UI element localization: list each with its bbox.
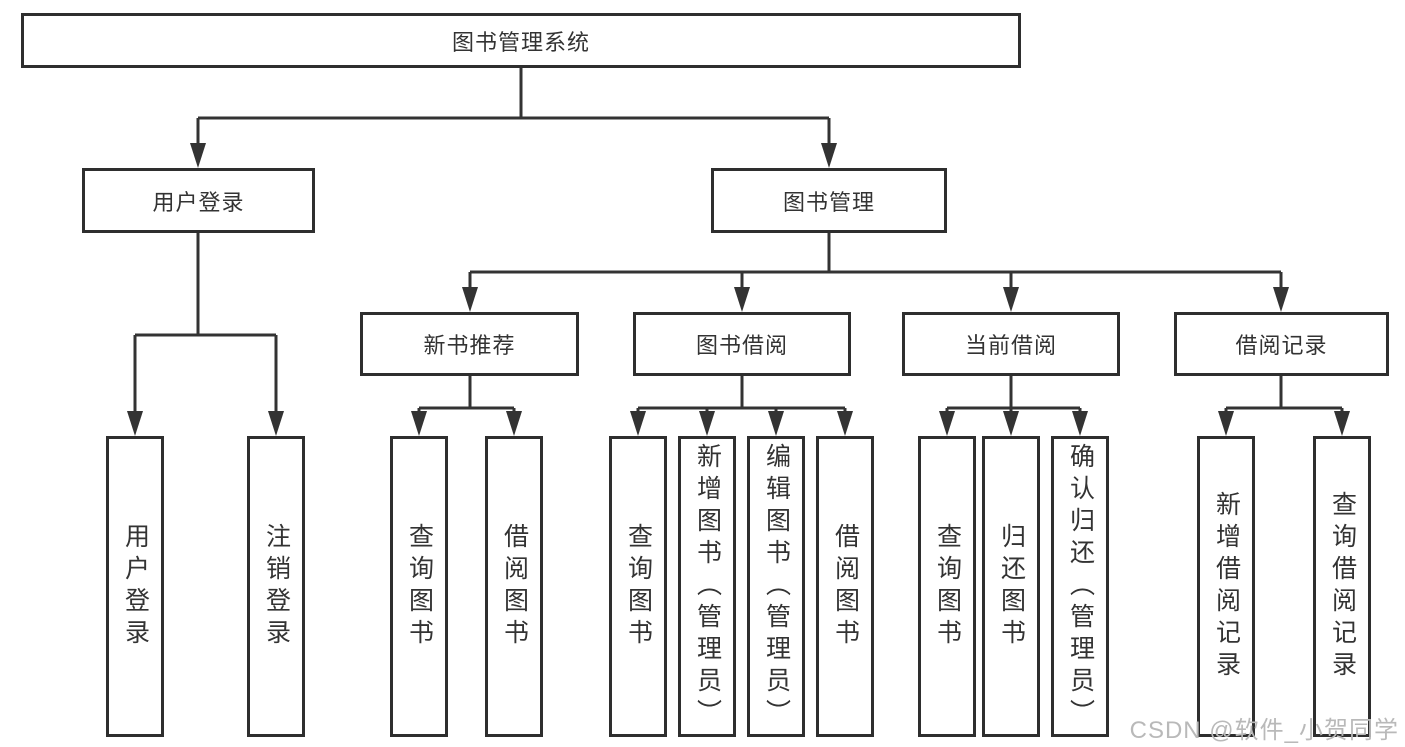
arrow-down-icon bbox=[821, 143, 837, 168]
leaf-query-books-recommend: 查询图书 bbox=[390, 436, 448, 737]
node-book-management: 图书管理 bbox=[711, 168, 947, 233]
arrow-down-icon bbox=[630, 411, 646, 436]
node-current-borrow: 当前借阅 bbox=[902, 312, 1120, 376]
leaf-return-book: 归还图书 bbox=[982, 436, 1040, 737]
node-root-label: 图书管理系统 bbox=[451, 29, 590, 55]
leaf-query-borrow-record-label: 查询借阅记录 bbox=[1328, 490, 1357, 683]
arrow-down-icon bbox=[1273, 287, 1289, 312]
arrow-down-icon bbox=[837, 411, 853, 436]
arrow-down-icon bbox=[1003, 287, 1019, 312]
node-new-book-recommend: 新书推荐 bbox=[360, 312, 579, 376]
leaf-confirm-return-admin: 确认归还（管理员） bbox=[1051, 436, 1109, 737]
watermark-text: CSDN @软件_小贺同学 bbox=[1129, 717, 1399, 744]
leaf-logout-login: 注销登录 bbox=[247, 436, 305, 737]
arrow-down-icon bbox=[127, 411, 143, 436]
node-user-login-label: 用户登录 bbox=[152, 189, 245, 215]
leaf-query-books-recommend-label: 查询图书 bbox=[405, 522, 434, 651]
leaf-query-books-current: 查询图书 bbox=[918, 436, 976, 737]
leaf-add-borrow-record-label: 新增借阅记录 bbox=[1212, 490, 1241, 683]
leaf-query-books-borrow-label: 查询图书 bbox=[624, 522, 653, 651]
node-current-borrow-label: 当前借阅 bbox=[964, 333, 1057, 358]
node-borrow-records-label: 借阅记录 bbox=[1235, 333, 1328, 358]
leaf-return-book-label: 归还图书 bbox=[997, 522, 1026, 651]
arrow-down-icon bbox=[268, 411, 284, 436]
leaf-borrow-books-label: 借阅图书 bbox=[831, 522, 860, 651]
leaf-confirm-return-admin-label: 确认归还（管理员） bbox=[1066, 442, 1095, 731]
node-book-borrow: 图书借阅 bbox=[633, 312, 851, 376]
leaf-borrow-books-recommend-label: 借阅图书 bbox=[500, 522, 529, 651]
node-book-management-label: 图书管理 bbox=[782, 189, 875, 215]
arrow-down-icon bbox=[939, 411, 955, 436]
leaf-logout-login-label: 注销登录 bbox=[262, 522, 291, 651]
arrow-down-icon bbox=[1218, 411, 1234, 436]
arrow-down-icon bbox=[506, 411, 522, 436]
leaf-borrow-books-recommend: 借阅图书 bbox=[485, 436, 543, 737]
arrow-down-icon bbox=[1072, 411, 1088, 436]
arrow-down-icon bbox=[734, 287, 750, 312]
leaf-user-login-label: 用户登录 bbox=[121, 522, 150, 651]
node-book-borrow-label: 图书借阅 bbox=[695, 333, 788, 358]
arrow-down-icon bbox=[462, 287, 478, 312]
leaf-add-book-admin: 新增图书（管理员） bbox=[678, 436, 736, 737]
leaf-add-borrow-record: 新增借阅记录 bbox=[1197, 436, 1255, 737]
leaf-user-login: 用户登录 bbox=[106, 436, 164, 737]
node-new-book-recommend-label: 新书推荐 bbox=[423, 333, 516, 358]
leaf-edit-book-admin: 编辑图书（管理员） bbox=[747, 436, 805, 737]
node-user-login: 用户登录 bbox=[82, 168, 315, 233]
arrow-down-icon bbox=[768, 411, 784, 436]
arrow-down-icon bbox=[190, 143, 206, 168]
leaf-add-book-admin-label: 新增图书（管理员） bbox=[693, 442, 722, 731]
arrow-down-icon bbox=[1334, 411, 1350, 436]
leaf-borrow-books: 借阅图书 bbox=[816, 436, 874, 737]
arrow-down-icon bbox=[699, 411, 715, 436]
leaf-edit-book-admin-label: 编辑图书（管理员） bbox=[762, 442, 791, 731]
leaf-query-books-current-label: 查询图书 bbox=[933, 522, 962, 651]
node-borrow-records: 借阅记录 bbox=[1174, 312, 1389, 376]
node-root: 图书管理系统 bbox=[21, 13, 1021, 68]
leaf-query-borrow-record: 查询借阅记录 bbox=[1313, 436, 1371, 737]
arrow-down-icon bbox=[1003, 411, 1019, 436]
leaf-query-books-borrow: 查询图书 bbox=[609, 436, 667, 737]
arrow-down-icon bbox=[411, 411, 427, 436]
